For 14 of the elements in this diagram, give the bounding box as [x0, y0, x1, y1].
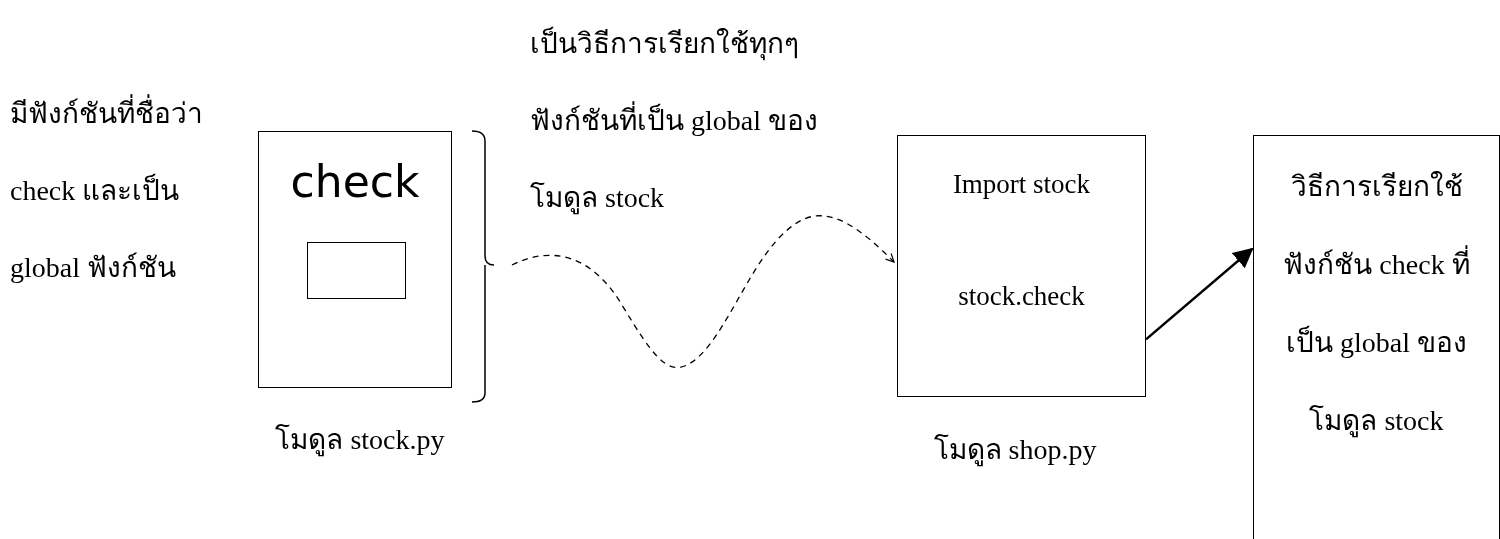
annotation-text: มีฟังก์ชันที่ชื่อว่า check และเป็น global ฟังก์ชัน	[10, 75, 250, 306]
arrow	[511, 215, 895, 369]
module-caption: โมดูล stock.py	[274, 423, 446, 458]
code-line: stock.check	[957, 280, 1086, 313]
code-line: Import stock	[951, 168, 1092, 201]
note-box	[1253, 135, 1500, 539]
module-caption: โมดูล shop.py	[932, 433, 1098, 468]
module-box	[258, 131, 452, 388]
description-text: วิธีการเรียกใช้ฟังก์ชัน check ที่เป็น global ของโมดูล stock	[1282, 170, 1471, 440]
module-box	[897, 135, 1146, 397]
arrow	[1145, 247, 1254, 341]
annotation-text: เป็นวิธีการเรียกใช้ทุกๆฟังก์ชันที่เป็น global ของโมดูล stock	[530, 25, 819, 217]
empty-box	[307, 242, 406, 299]
module-title: check	[289, 155, 421, 209]
